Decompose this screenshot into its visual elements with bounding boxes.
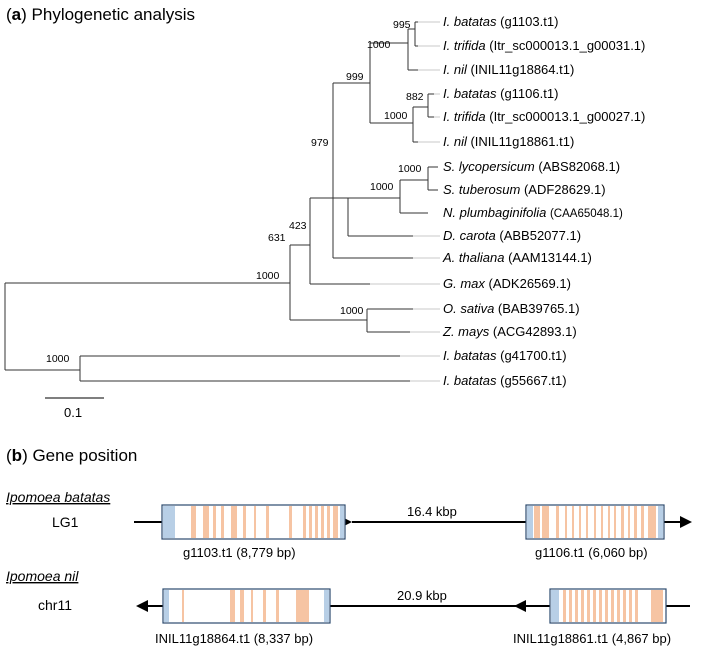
distance-label: 16.4 kbp bbox=[407, 504, 457, 519]
tip-label: I. batatas (g55667.t1) bbox=[443, 373, 567, 388]
tip-label: S. lycopersicum (ABS82068.1) bbox=[443, 159, 620, 174]
tip-label: I. batatas (g41700.t1) bbox=[443, 348, 567, 363]
chromosome-label: LG1 bbox=[52, 514, 79, 530]
bootstrap-label: 1000 bbox=[340, 305, 364, 317]
direction-arrow-icon bbox=[680, 516, 692, 528]
bootstrap-label: 995 bbox=[393, 19, 411, 31]
direction-arrow-icon bbox=[514, 600, 526, 612]
tip-label: I. batatas (g1106.t1) bbox=[443, 86, 558, 101]
bootstrap-label: 1000 bbox=[367, 39, 391, 51]
tip-label: Z. mays (ACG42893.1) bbox=[442, 324, 577, 339]
species-name: Ipomoea nil bbox=[6, 568, 79, 584]
tip-label: S. tuberosum (ADF28629.1) bbox=[443, 182, 606, 197]
phylogenetic-tree bbox=[4, 21, 438, 382]
bootstrap-label: 1000 bbox=[370, 181, 394, 193]
tip-label: A. thaliana (AAM13144.1) bbox=[442, 250, 592, 265]
gene-model bbox=[525, 504, 665, 540]
tip-labels: I. batatas (g1103.t1) I. trifida (Itr_sc… bbox=[442, 14, 645, 388]
bootstrap-label: 1000 bbox=[398, 163, 422, 175]
tip-label: D. carota (ABB52077.1) bbox=[443, 228, 581, 243]
bootstrap-values: 995 1000 999 882 1000 979 1000 1000 423 … bbox=[46, 19, 424, 365]
tip-label: G. max (ADK26569.1) bbox=[443, 276, 571, 291]
bootstrap-label: 979 bbox=[311, 137, 329, 149]
gene-label: INIL11g18861.t1 (4,867 bp) bbox=[513, 631, 671, 646]
panel-b-title: (b) Gene position bbox=[6, 446, 137, 465]
direction-arrow-icon bbox=[136, 600, 148, 612]
bootstrap-label: 882 bbox=[406, 91, 424, 103]
scale-bar-label: 0.1 bbox=[64, 405, 82, 420]
gene-label: INIL11g18864.t1 (8,337 bp) bbox=[155, 631, 313, 646]
gene-model bbox=[162, 588, 331, 624]
chromosome-label: chr11 bbox=[38, 597, 72, 613]
leader-lines bbox=[370, 21, 440, 382]
tip-label: N. plumbaginifolia (CAA65048.1) bbox=[443, 205, 623, 220]
bootstrap-label: 1000 bbox=[256, 270, 280, 282]
gene-label: g1103.t1 (8,779 bp) bbox=[183, 545, 296, 560]
bootstrap-label: 999 bbox=[346, 71, 364, 83]
tip-label: I. nil (INIL11g18864.t1) bbox=[443, 62, 574, 77]
tip-label: I. trifida (Itr_sc000013.1_g00031.1) bbox=[443, 38, 645, 53]
bootstrap-label: 423 bbox=[289, 220, 307, 232]
bootstrap-label: 631 bbox=[268, 232, 286, 244]
panel-a-title: (a) Phylogenetic analysis bbox=[6, 5, 195, 24]
tip-label: I. nil (INIL11g18861.t1) bbox=[443, 134, 574, 149]
gene-label: g1106.t1 (6,060 bp) bbox=[535, 545, 648, 560]
gene-model bbox=[161, 504, 346, 540]
distance-label: 20.9 kbp bbox=[397, 588, 447, 603]
species-name: Ipomoea batatas bbox=[6, 489, 110, 505]
tip-label: I. batatas (g1103.t1) bbox=[443, 14, 558, 29]
bootstrap-label: 1000 bbox=[384, 110, 408, 122]
gene-model bbox=[549, 588, 667, 624]
tip-label: I. trifida (Itr_sc000013.1_g00027.1) bbox=[443, 109, 645, 124]
bootstrap-label: 1000 bbox=[46, 353, 70, 365]
tip-label: O. sativa (BAB39765.1) bbox=[443, 301, 580, 316]
